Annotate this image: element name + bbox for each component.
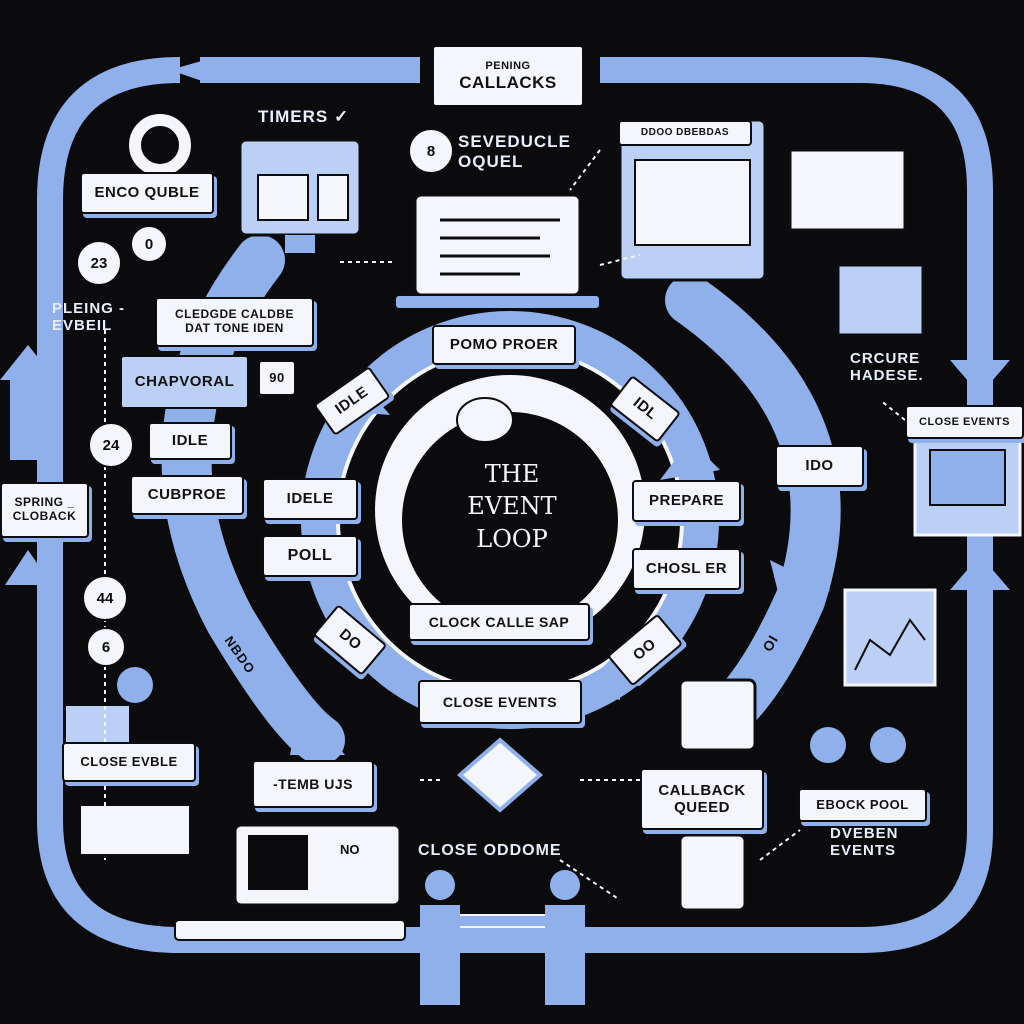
number-0: 0 [130, 225, 168, 263]
middle-arc-right-head [770, 560, 830, 640]
number-23: 23 [76, 240, 122, 286]
person-right-a-icon [810, 727, 846, 763]
printer-icon [678, 678, 757, 752]
banner-line-1: PENING [485, 59, 531, 72]
crcure-label: CRCURE HADESE. [850, 350, 924, 385]
prepare-label: PREPARE [632, 480, 741, 522]
person-left-icon [425, 870, 455, 900]
idle-left-label: IDLE [148, 422, 232, 460]
up-arrow-left-shaft [10, 380, 44, 460]
up-arrow-right [950, 555, 1010, 590]
chapvoral-label: CHAPVORAL [120, 355, 249, 409]
cledge-label: CLEDGDE CALDBE DAT TONE IDEN [155, 297, 314, 347]
pomo-proer-label: POMO PROER [432, 325, 576, 365]
up-arrow-left [0, 345, 56, 380]
close-evble-label: CLOSE EVBLE [62, 742, 196, 782]
diamond-icon [456, 737, 544, 813]
number-24: 24 [88, 422, 134, 468]
pending-callbacks-banner: PENING CALLACKS [432, 45, 584, 107]
up-arrow-left-2 [5, 550, 52, 585]
ebock-pool-label: EBOCK POOL [798, 788, 927, 822]
person-icon [117, 667, 153, 703]
ring-arrowhead-3 [580, 650, 620, 700]
down-arrow-right [950, 360, 1010, 395]
spring-cloback-label: SPRING _ CLOBACK [0, 482, 89, 538]
middle-arc-left-head [290, 700, 345, 755]
chart-board-icon [843, 588, 937, 687]
file-stack-icon [788, 148, 907, 232]
laptop-base-icon [394, 294, 601, 310]
ido-label: IDO [775, 445, 864, 487]
ring-arrowhead-2 [660, 440, 720, 480]
number-44: 44 [82, 575, 128, 621]
close-events-bottom-label: CLOSE EVENTS [418, 680, 582, 724]
lock-icon [129, 114, 191, 176]
dveben-label: DVEBEN EVENTS [830, 825, 899, 860]
title-line-3: LOOP [476, 524, 548, 553]
event-loop-title: THE EVENT LOOP [412, 458, 612, 555]
person-right-icon [550, 870, 580, 900]
outer-loop-arrowhead [170, 60, 205, 82]
cubproe-label: CUBPROE [130, 475, 244, 515]
callback-queued-label: CALLBACK QUEED [640, 768, 764, 830]
no-screen-text: NO [340, 842, 360, 857]
center-hole [402, 412, 618, 628]
idele-label: IDELE [262, 478, 358, 520]
enco-quble-label: ENCO QUBLE [80, 172, 214, 214]
number-90: 90 [258, 360, 296, 396]
timers-label: TIMERS ✓ [258, 107, 350, 126]
tembujs-label: -TEMB UJS [252, 760, 374, 808]
poll-label: POLL [262, 535, 358, 577]
atm-icon [678, 833, 747, 912]
chosl-er-label: CHOSL ER [632, 548, 741, 590]
title-line-2: EVENT [467, 492, 557, 521]
title-line-1: THE [484, 460, 540, 488]
laptop-screen-icon [413, 193, 582, 297]
clock-calle-sap-label: CLOCK CALLE SAP [408, 603, 590, 641]
center-character-icon [456, 397, 514, 443]
box-icon [64, 704, 131, 746]
close-oddome-label: CLOSE ODDOME [418, 842, 562, 859]
package-stack-icon [79, 804, 191, 856]
person-right-b-icon [870, 727, 906, 763]
pleing-label: PLEING - EVBEIL [52, 300, 126, 335]
sevedule-label: SEVEDUCLE OQUEL [458, 132, 571, 171]
number-6: 6 [86, 627, 126, 667]
laptop-list-icon [440, 218, 560, 276]
dodo-header-label: DDOO DBEBDAS [618, 120, 752, 146]
banner-line-2: CALLACKS [459, 72, 557, 92]
middle-arc-left [161, 235, 345, 765]
number-8: 8 [408, 128, 454, 174]
server-icon [836, 263, 925, 337]
close-events-right-label: CLOSE EVENTS [905, 405, 1024, 439]
